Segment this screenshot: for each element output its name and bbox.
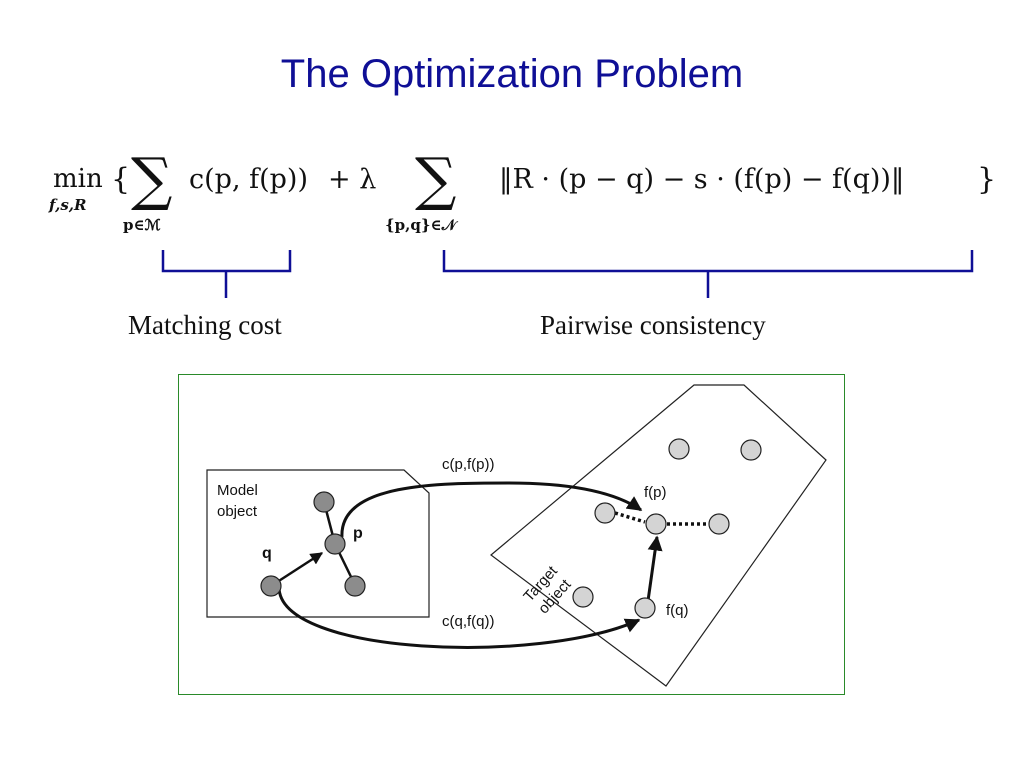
pairwise-underbrace [442, 250, 974, 298]
arc-q-to-fq [277, 586, 641, 649]
matching-cost-underbrace [161, 250, 292, 298]
underbraces [161, 250, 974, 298]
dotted-link-left [614, 511, 646, 524]
model-node-p [324, 533, 346, 555]
target-node-1 [668, 438, 690, 460]
target-node-fp [645, 513, 667, 535]
formula-plus-lambda: + λ [328, 164, 377, 195]
arc-bottom-label: c(q,f(q)) [442, 613, 495, 630]
optimization-formula: min f,s,R { ∑ p∈ℳ c(p, f(p)) + λ ∑ {p,q}… [45, 150, 1005, 250]
pairwise-consistency-label: Pairwise consistency [540, 310, 766, 340]
model-node-q [260, 575, 282, 597]
node-p-label: p [353, 525, 363, 542]
target-node-5 [572, 586, 594, 608]
arc-top-label: c(p,f(p)) [442, 456, 495, 473]
formula-open-brace: { [111, 162, 131, 197]
formula-sum-subscript-1: p∈ℳ [123, 216, 161, 234]
formula-sum-subscript-2: {p,q}∈𝒩 [385, 216, 456, 234]
formula-matching-term: c(p, f(p)) [189, 164, 308, 195]
page-title: The Optimization Problem [280, 52, 744, 96]
target-object-region [490, 384, 827, 687]
node-fp-label: f(p) [644, 484, 667, 501]
matching-diagram: Model object Target object p [178, 374, 845, 695]
matching-cost-label: Matching cost [128, 310, 282, 340]
target-node-4 [708, 513, 730, 535]
matching-diagram-svg: Model object Target object p [206, 384, 827, 687]
formula-sum-2: ∑ [415, 145, 457, 213]
model-object-label-1: Model [217, 482, 258, 499]
formula-min-subscript: f,s,R [49, 196, 87, 214]
target-node-2 [740, 439, 762, 461]
node-q-label: q [262, 545, 272, 562]
formula-pairwise-term: ‖R · (p − q) − s · (f(p) − f(q))‖ [499, 164, 905, 195]
model-node-top [313, 491, 335, 513]
model-node-bottom [344, 575, 366, 597]
fq-to-fp-arrow [645, 535, 663, 609]
arc-p-to-fp [340, 481, 643, 538]
formula-close-brace: } [977, 162, 997, 197]
formula-min: min [53, 164, 103, 194]
node-fq-label: f(q) [666, 602, 689, 619]
model-object-label-2: object [217, 503, 258, 520]
target-node-fq [634, 597, 656, 619]
formula-sum-1: ∑ [131, 145, 173, 213]
target-node-3 [594, 502, 616, 524]
